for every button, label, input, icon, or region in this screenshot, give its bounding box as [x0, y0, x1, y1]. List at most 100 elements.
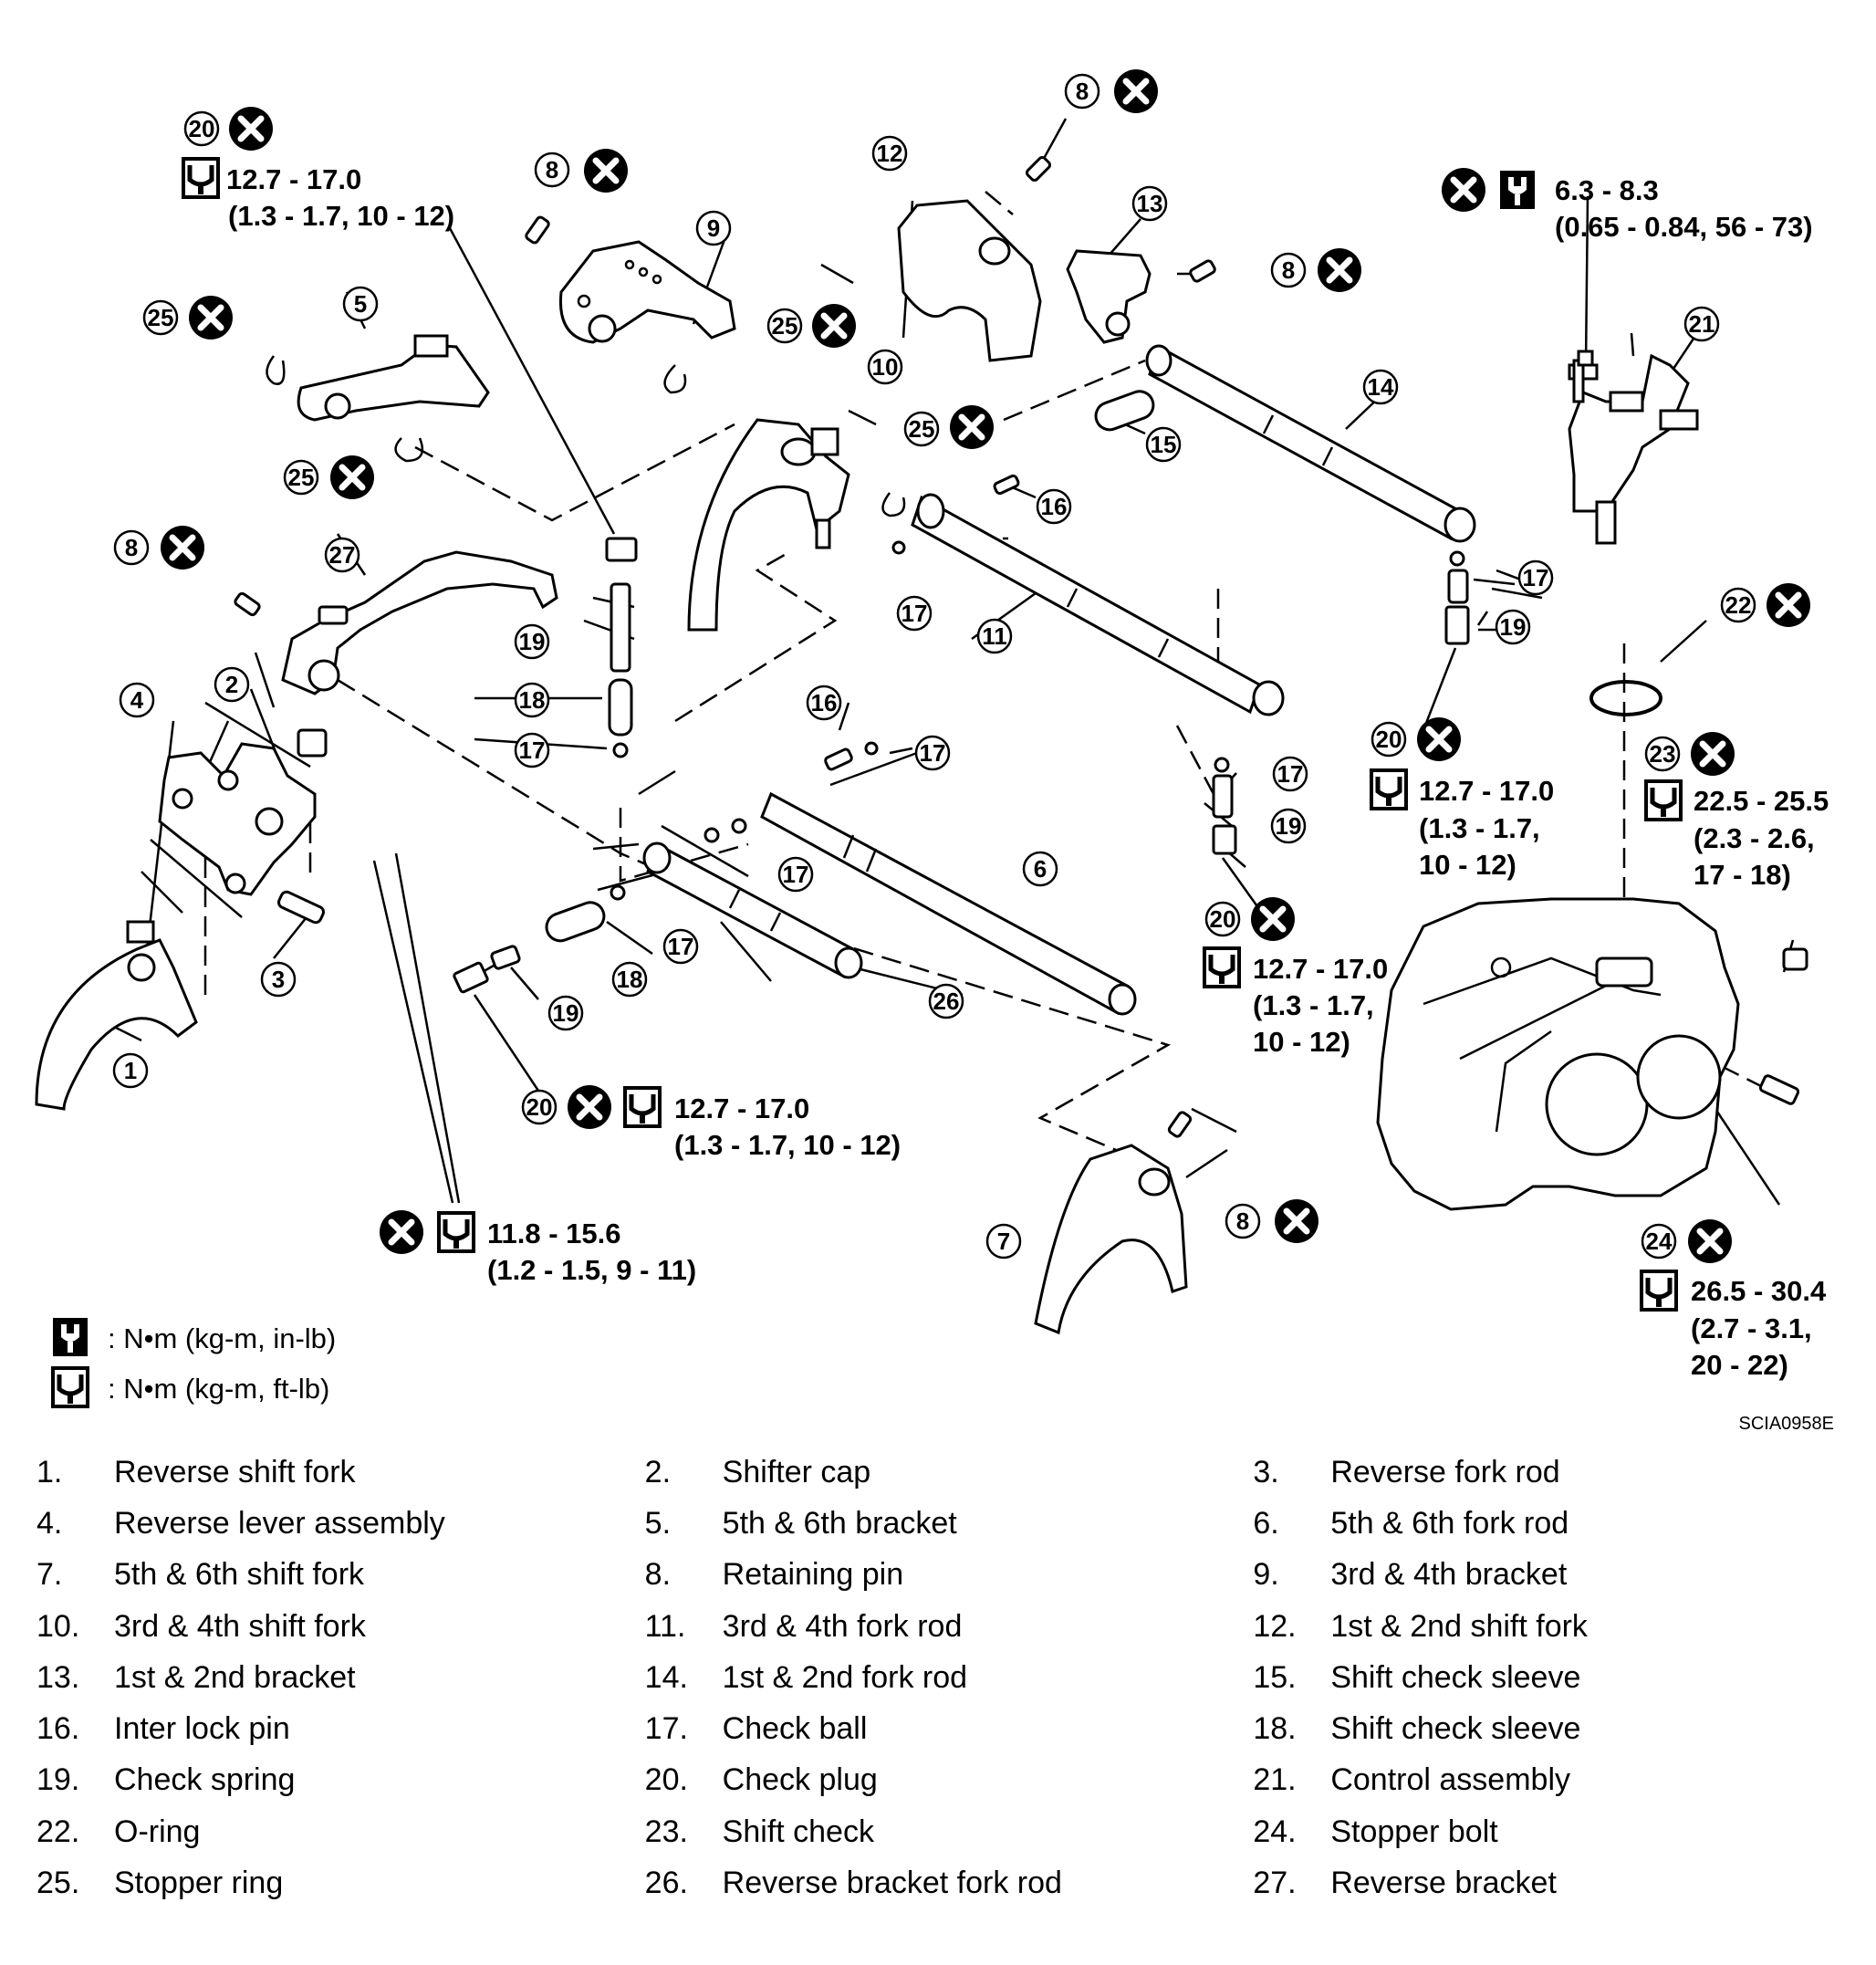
part-3-reverse-fork-rod — [277, 890, 325, 925]
callout-6: 6 — [1022, 851, 1058, 887]
callout-2: 2 — [214, 666, 250, 703]
part-number: 1. — [36, 1454, 63, 1489]
svg-text:18: 18 — [519, 686, 546, 714]
part-number: 27. — [1253, 1866, 1297, 1901]
part-number: 26. — [644, 1866, 688, 1901]
callout-18a: 18 — [514, 682, 550, 718]
svg-text:5: 5 — [354, 290, 367, 318]
callout-25-group-d: 25 — [903, 405, 994, 449]
callout-1: 1 — [112, 1052, 149, 1089]
svg-text:17: 17 — [1277, 760, 1304, 788]
part-12-1st-2nd-shift-fork — [897, 199, 1042, 362]
svg-text:: N•m (kg-m, ft-lb): : N•m (kg-m, ft-lb) — [108, 1373, 329, 1405]
part-27-reverse-bracket — [281, 550, 558, 695]
parts-list-item: 22.O-ring — [36, 1814, 645, 1850]
x-circle-icon — [1688, 1219, 1732, 1263]
parts-list-item: 7.5th & 6th shift fork — [36, 1557, 645, 1593]
callout-8-group-d: 8 — [113, 526, 204, 570]
svg-text:27: 27 — [329, 541, 356, 569]
callout-17b: 17 — [514, 732, 550, 768]
part-20-check-plugs — [453, 537, 1470, 994]
svg-text:9: 9 — [707, 214, 720, 242]
svg-text:19: 19 — [1500, 613, 1527, 641]
x-circle-icon — [330, 455, 374, 499]
parts-list-item: 23. Shift check — [645, 1814, 1254, 1850]
part-name: Reverse fork rod — [1330, 1454, 1560, 1489]
part-name: Reverse shift fork — [114, 1454, 356, 1489]
part-17-check-balls — [610, 540, 1465, 901]
svg-text:4: 4 — [130, 686, 144, 714]
part-number: 7. — [36, 1557, 63, 1593]
x-circle-icon — [568, 1085, 611, 1129]
parts-list-item: 14.1st & 2nd fork rod — [645, 1660, 1254, 1696]
part-2-shifter-cap — [297, 728, 328, 758]
torque-spec-20-top: 20 12.7 - 17.0 (1.3 - 1.7, 10 - 12) — [183, 107, 454, 232]
svg-text:22: 22 — [1725, 591, 1752, 619]
torque-wrench-in-lb-icon — [53, 1318, 88, 1356]
x-circle-icon — [1442, 168, 1485, 212]
parts-list-item: 24.Stopper bolt — [1253, 1814, 1861, 1850]
part-name: Control assembly — [1330, 1762, 1570, 1798]
callout-25-group-b: 25 — [283, 455, 374, 499]
part-name: Shift check — [722, 1813, 874, 1849]
svg-text:6: 6 — [1034, 855, 1047, 883]
callout-19c: 19 — [1495, 609, 1531, 645]
callout-8-group-e: 8 — [1225, 1199, 1318, 1243]
part-number: 3. — [1253, 1454, 1279, 1489]
callout-17g: 17 — [1517, 559, 1554, 596]
torque-spec-20-bottom: 20 12.7 - 17.0 (1.3 - 1.7, 10 - 12) — [521, 1085, 901, 1161]
part-number: 14. — [644, 1659, 688, 1695]
svg-text:17: 17 — [902, 600, 928, 627]
callout-16a: 16 — [1036, 488, 1072, 525]
x-circle-icon — [1275, 1199, 1318, 1243]
svg-text:(1.3 - 1.7, 10 - 12): (1.3 - 1.7, 10 - 12) — [228, 200, 454, 232]
svg-text:(1.2 - 1.5, 9 - 11): (1.2 - 1.5, 9 - 11) — [487, 1254, 696, 1286]
callout-10: 10 — [867, 349, 903, 385]
part-name: Check plug — [722, 1762, 878, 1798]
callout-17f: 17 — [1272, 756, 1308, 792]
svg-text:17 - 18): 17 - 18) — [1694, 859, 1791, 891]
part-number: 22. — [36, 1813, 80, 1849]
part-number: 19. — [36, 1762, 80, 1798]
svg-text:10 - 12): 10 - 12) — [1253, 1026, 1350, 1058]
part-name: Reverse bracket fork rod — [722, 1866, 1062, 1901]
parts-list-item: 3. Reverse fork rod — [1253, 1455, 1861, 1490]
svg-text:25: 25 — [772, 312, 798, 340]
parts-list-item: 21.Control assembly — [1253, 1762, 1861, 1798]
svg-text:25: 25 — [909, 415, 935, 443]
svg-text:25: 25 — [288, 464, 315, 491]
part-number: 11. — [644, 1608, 686, 1644]
part-number: 25. — [36, 1866, 80, 1901]
part-7-5th-6th-shift-fork — [1034, 1144, 1188, 1335]
part-number: 8. — [644, 1557, 672, 1593]
callout-15: 15 — [1145, 426, 1182, 463]
callout-25-group-a: 25 — [142, 296, 233, 340]
part-name: Shift check sleeve — [1330, 1711, 1581, 1747]
parts-list-item: 9.3rd & 4th bracket — [1253, 1557, 1861, 1593]
parts-list-item: 15.Shift check sleeve — [1253, 1660, 1861, 1696]
x-circle-icon — [950, 405, 994, 449]
part-number: 23. — [644, 1813, 688, 1849]
part-name: Retaining pin — [722, 1557, 904, 1593]
x-circle-icon — [380, 1210, 423, 1254]
callout-13: 13 — [1131, 185, 1168, 222]
part-4-reverse-lever-assembly — [158, 742, 317, 896]
torque-wrench-ft-lb-icon — [1371, 770, 1406, 809]
callout-26: 26 — [928, 983, 964, 1019]
parts-list-item: 6.5th & 6th fork rod — [1253, 1506, 1861, 1542]
svg-text:16: 16 — [811, 689, 838, 716]
callout-7: 7 — [985, 1223, 1022, 1259]
svg-text:19: 19 — [1276, 812, 1302, 840]
part-21-control-assembly — [1568, 350, 1699, 545]
callout-17d: 17 — [777, 856, 814, 893]
part-15-shift-check-sleeve — [1094, 390, 1155, 432]
parts-list-item: 26. Reverse bracket fork rod — [645, 1866, 1254, 1901]
part-19-check-springs — [490, 569, 1469, 970]
svg-text:26: 26 — [933, 988, 960, 1015]
x-circle-icon — [1417, 717, 1461, 761]
part-16-inter-lock-pins — [824, 474, 1020, 771]
svg-text:20: 20 — [1210, 905, 1236, 933]
